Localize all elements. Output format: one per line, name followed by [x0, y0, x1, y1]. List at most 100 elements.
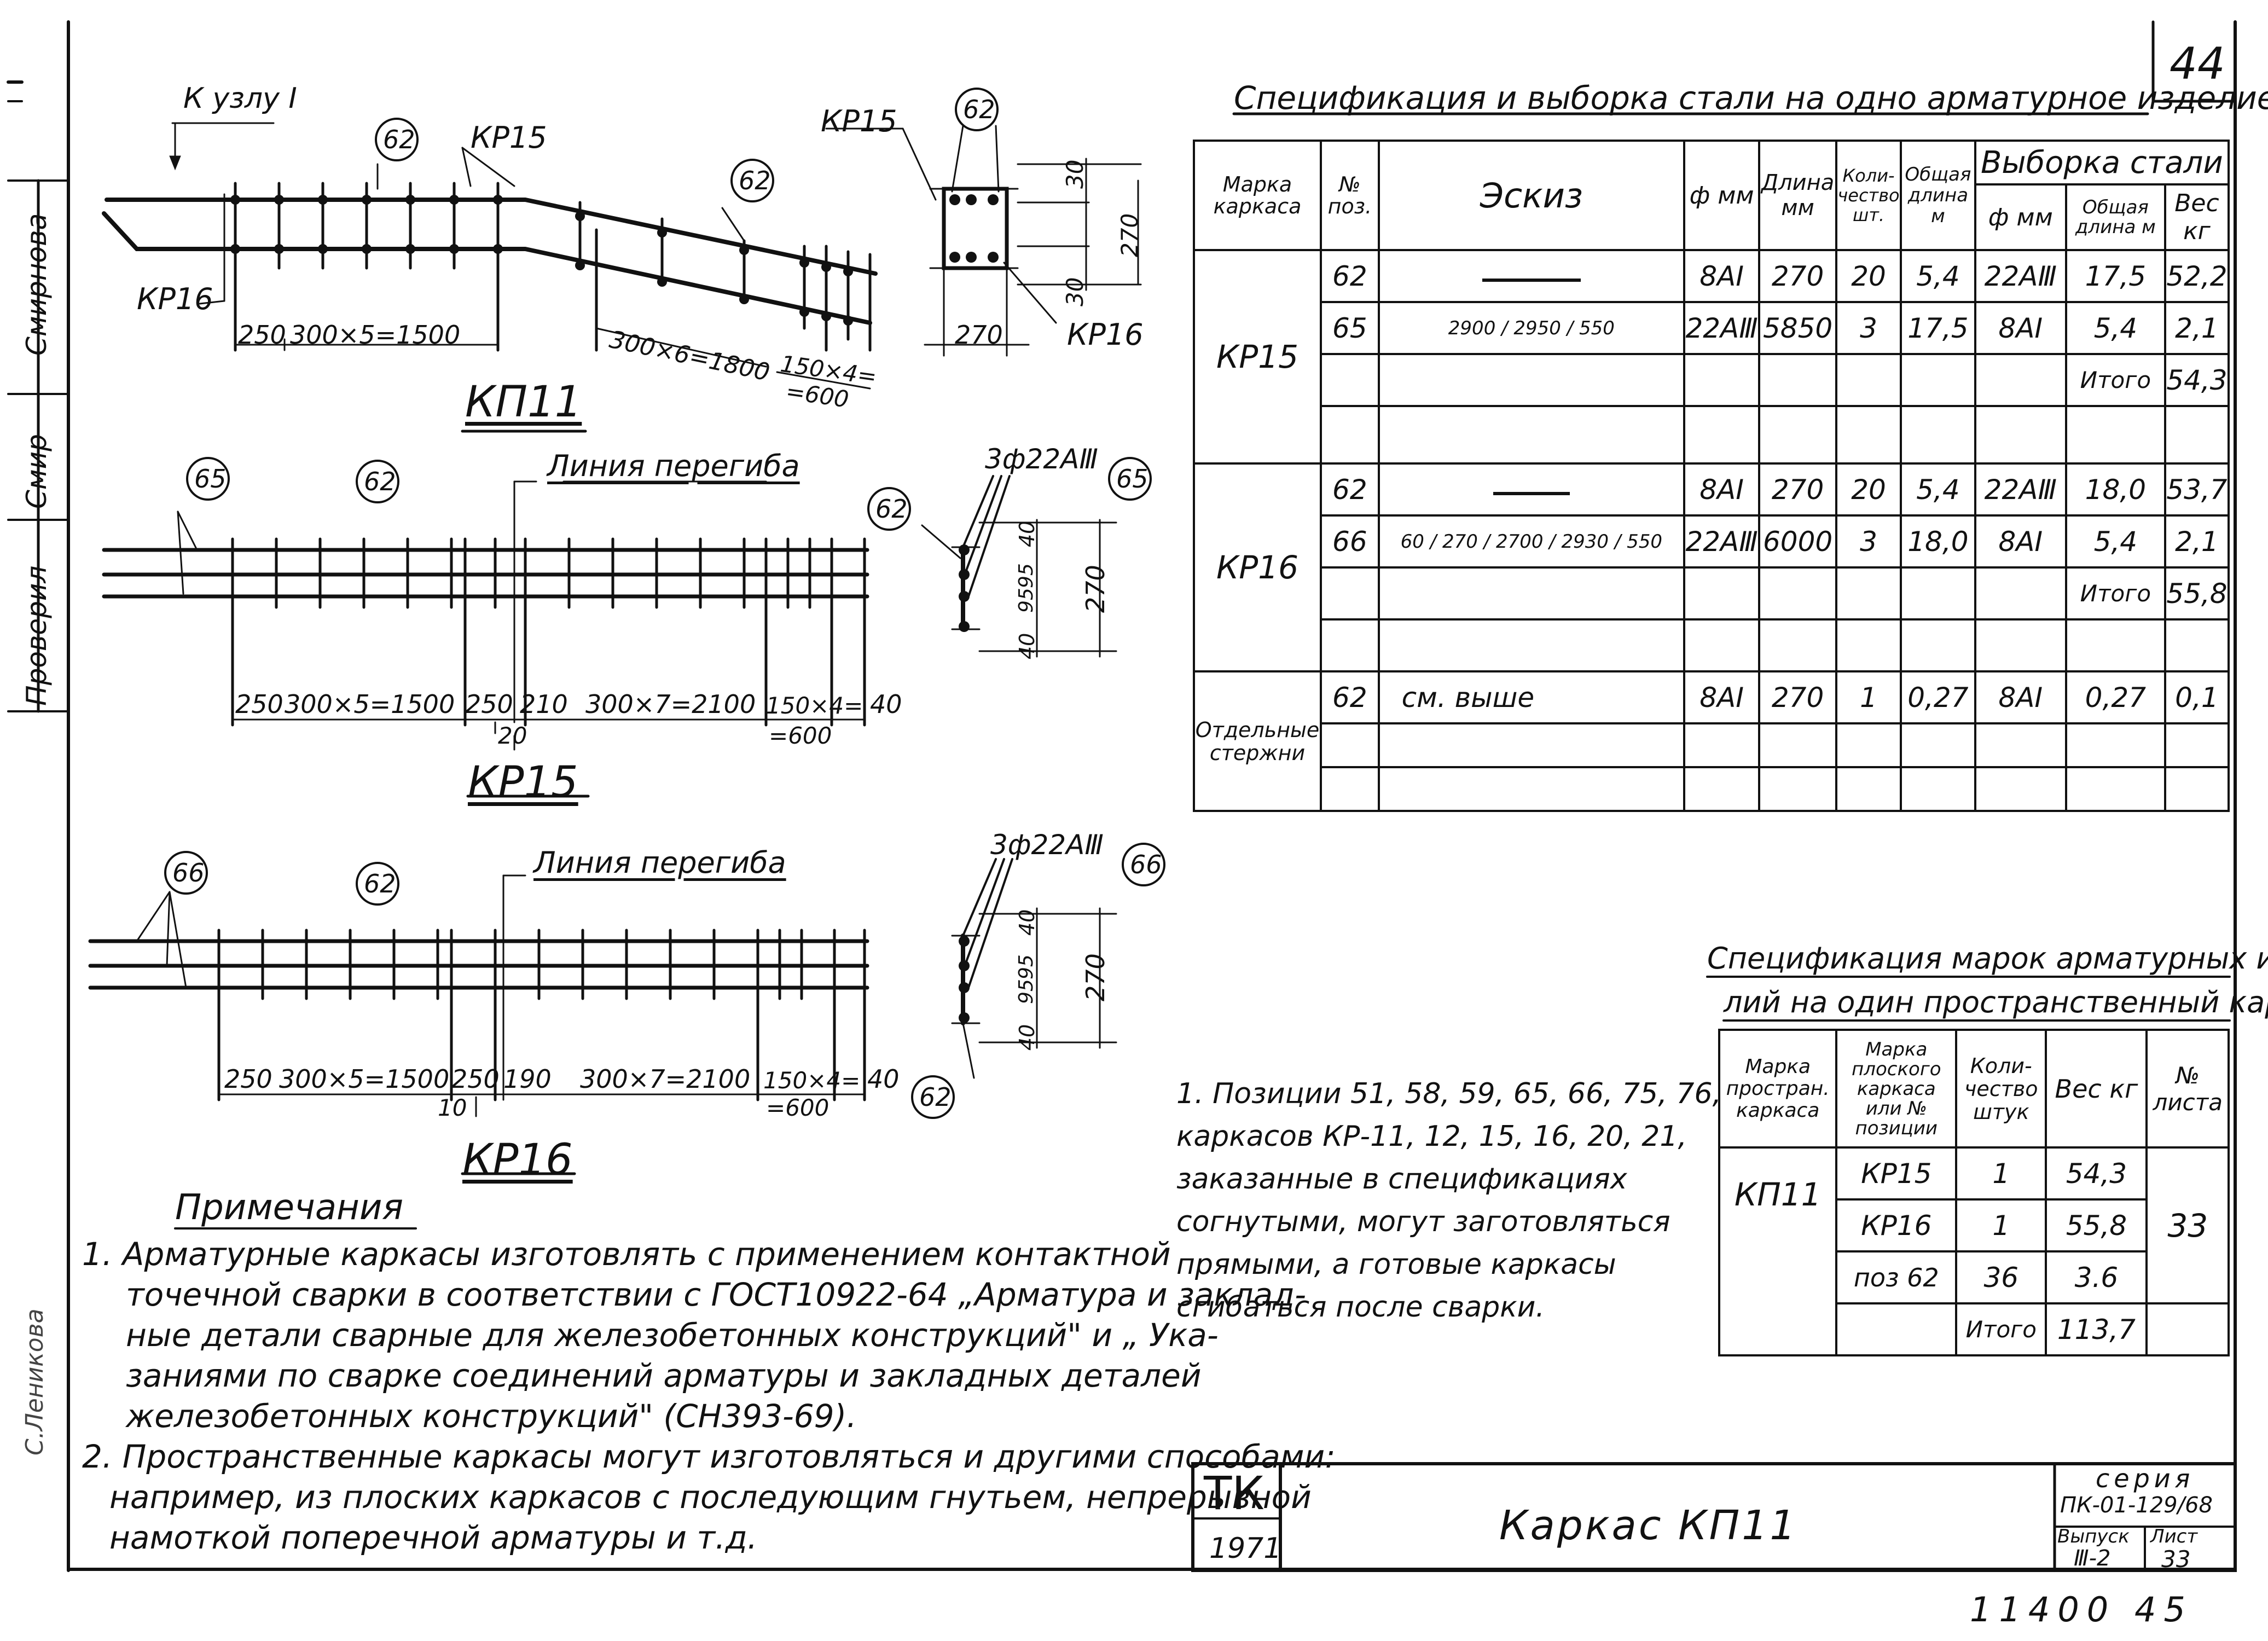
cell-sel-diameter: 8АI	[1974, 670, 2067, 724]
header-count: Коли-чество штук	[1955, 1029, 2047, 1149]
steel-spec-table: Марка каркаса № поз. Эскиз ф мм Длина мм…	[1192, 140, 2230, 812]
note-line: 1. Арматурные каркасы изготовлять с прим…	[82, 1236, 1171, 1273]
side-note-line: прямыми, а готовые каркасы	[1176, 1248, 1616, 1281]
cell-sel-diameter: 8АI	[1974, 301, 2067, 355]
cell-length: 270	[1758, 249, 1838, 303]
sketch-cell: 2900 / 2950 / 550	[1377, 301, 1686, 355]
dimension: 20	[498, 722, 527, 749]
dimension: 10	[438, 1094, 467, 1121]
cell-weight: 2,1	[2163, 514, 2230, 569]
cell-pos: 62	[1320, 249, 1380, 303]
cell-diameter: 22АⅢ	[1683, 301, 1761, 355]
table-row: КР16 1 55,8	[1719, 1198, 2229, 1253]
header-mark: Марка каркаса	[1192, 140, 1322, 251]
cell-total: 0,27	[1899, 670, 1976, 724]
total-value: 54,3	[2163, 353, 2230, 407]
cell-qty: 1	[1955, 1198, 2047, 1253]
note-line: намоткой поперечной арматуры и т.д.	[109, 1519, 758, 1556]
cell-weight: 55,8	[2045, 1198, 2148, 1253]
callout-node: К узлу I	[183, 82, 297, 115]
dimension: 300×5=1500	[285, 689, 455, 719]
header-sheet: № листа	[2145, 1029, 2230, 1149]
cell-length: 270	[1758, 462, 1838, 517]
note-line: железобетонных конструкций" (СН393-69).	[126, 1398, 857, 1435]
cell-length: 270	[1758, 670, 1838, 724]
header-pos: № поз.	[1320, 140, 1380, 251]
header-space-frame: Марка простран. каркаса	[1718, 1029, 1838, 1149]
cell-item: КР15	[1835, 1146, 1958, 1201]
side-note-line: заказанные в спецификациях	[1176, 1163, 1627, 1196]
stamp-name: Смирнова	[21, 213, 53, 356]
total-value: 55,8	[2163, 566, 2230, 621]
bar-spec: 3ф22АⅢ	[990, 829, 1104, 861]
drawing-title-kr16: КР16	[462, 1135, 573, 1185]
cell-length: 6000	[1758, 514, 1838, 569]
dimension: 210	[520, 689, 568, 719]
drawing-title: Каркас КП11	[1499, 1502, 1798, 1549]
cell-qty: 3	[1835, 514, 1902, 569]
dimension: 300×5=1500	[290, 320, 461, 350]
position-number: 66	[1130, 850, 1162, 879]
side-note: 1. Позиции 51, 58, 59, 65, 66, 75, 76, к…	[1176, 1072, 1721, 1329]
cell-total: 5,4	[1899, 462, 1976, 517]
dimension: 40	[867, 1064, 900, 1094]
frame-marks-table: Марка простран. каркаса Марка плоского к…	[1718, 1029, 2230, 1356]
frame-label: КР16	[137, 282, 213, 316]
header-qty: Коли-чество шт.	[1835, 140, 1902, 251]
table-row: 65 2900 / 2950 / 550 22АⅢ 5850 3 17,5 8А…	[1194, 301, 2230, 355]
dimension: 30	[1062, 277, 1088, 306]
note-line: например, из плоских каркасов с последую…	[109, 1478, 1312, 1516]
cell-pos: 65	[1320, 301, 1380, 355]
position-number: 62	[364, 869, 396, 898]
side-note-line: сгибаться после сварки.	[1176, 1291, 1545, 1324]
cell-pos: 66	[1320, 514, 1380, 569]
row-mark: Отдельные стержни	[1192, 670, 1322, 812]
dimension: 250	[235, 689, 283, 719]
dimension: 150×4=	[763, 1067, 861, 1094]
drawing-title-kp11: КП11	[465, 378, 582, 427]
dimension: 40	[1015, 520, 1039, 547]
dimension: 270	[1116, 213, 1143, 257]
sketch-cell: см. выше	[1377, 670, 1686, 724]
bend-line-label: Линия перегиба	[533, 845, 786, 880]
dimension: 250	[224, 1064, 272, 1094]
note-line: ные детали сварные для железобетонных ко…	[126, 1317, 1219, 1354]
cell-sel-length: 17,5	[2064, 249, 2166, 303]
sketch-cell: 60 / 270 / 2700 / 2930 / 550	[1377, 514, 1686, 569]
year: 1971	[1209, 1532, 1282, 1565]
issue-value: Ⅲ-2	[2074, 1546, 2111, 1571]
cell-diameter: 8АI	[1683, 462, 1761, 517]
cell-weight: 2,1	[2163, 301, 2230, 355]
cell-sel-diameter: 22АⅢ	[1974, 249, 2067, 303]
cell-qty: 20	[1835, 249, 1902, 303]
dimension: 95	[1015, 979, 1037, 1004]
header-weight: Вес кг	[2045, 1029, 2148, 1149]
position-number: 65	[194, 464, 227, 494]
cell-diameter: 8АI	[1683, 249, 1761, 303]
position-number: 62	[963, 95, 995, 124]
cell-qty: 1	[1955, 1146, 2047, 1201]
note-line: точечной сварки в соответствии с ГОСТ109…	[126, 1276, 1307, 1313]
drawing-title-kr15: КР15	[468, 758, 578, 807]
dimension: 300×7=2100	[580, 1064, 751, 1094]
total-value: 113,7	[2045, 1302, 2148, 1356]
dimension: =600	[769, 722, 832, 749]
dimension: 40	[1015, 633, 1039, 659]
stamp-checked: Проверил	[21, 565, 53, 706]
cell-qty: 1	[1835, 670, 1902, 724]
position-number: 62	[364, 467, 396, 496]
cell-diameter: 22АⅢ	[1683, 514, 1761, 569]
position-number: 62	[739, 166, 771, 195]
total-label: Итого	[2064, 566, 2166, 621]
dimension: 95	[1015, 588, 1037, 613]
space-frame-mark: КП11	[1718, 1146, 1838, 1356]
cell-pos: 62	[1320, 670, 1380, 724]
header-sel-diameter: ф мм	[1974, 183, 2067, 251]
side-note-line: каркасов КР-11, 12, 15, 16, 20, 21,	[1176, 1120, 1687, 1153]
dimension: 95	[1015, 954, 1037, 979]
stamp-bottom-name: С.Леникова	[21, 1308, 49, 1456]
bend-line-label: Линия перегиба	[547, 449, 800, 483]
org-code: ТК	[1204, 1466, 1264, 1520]
cell-sel-length: 18,0	[2064, 462, 2166, 517]
